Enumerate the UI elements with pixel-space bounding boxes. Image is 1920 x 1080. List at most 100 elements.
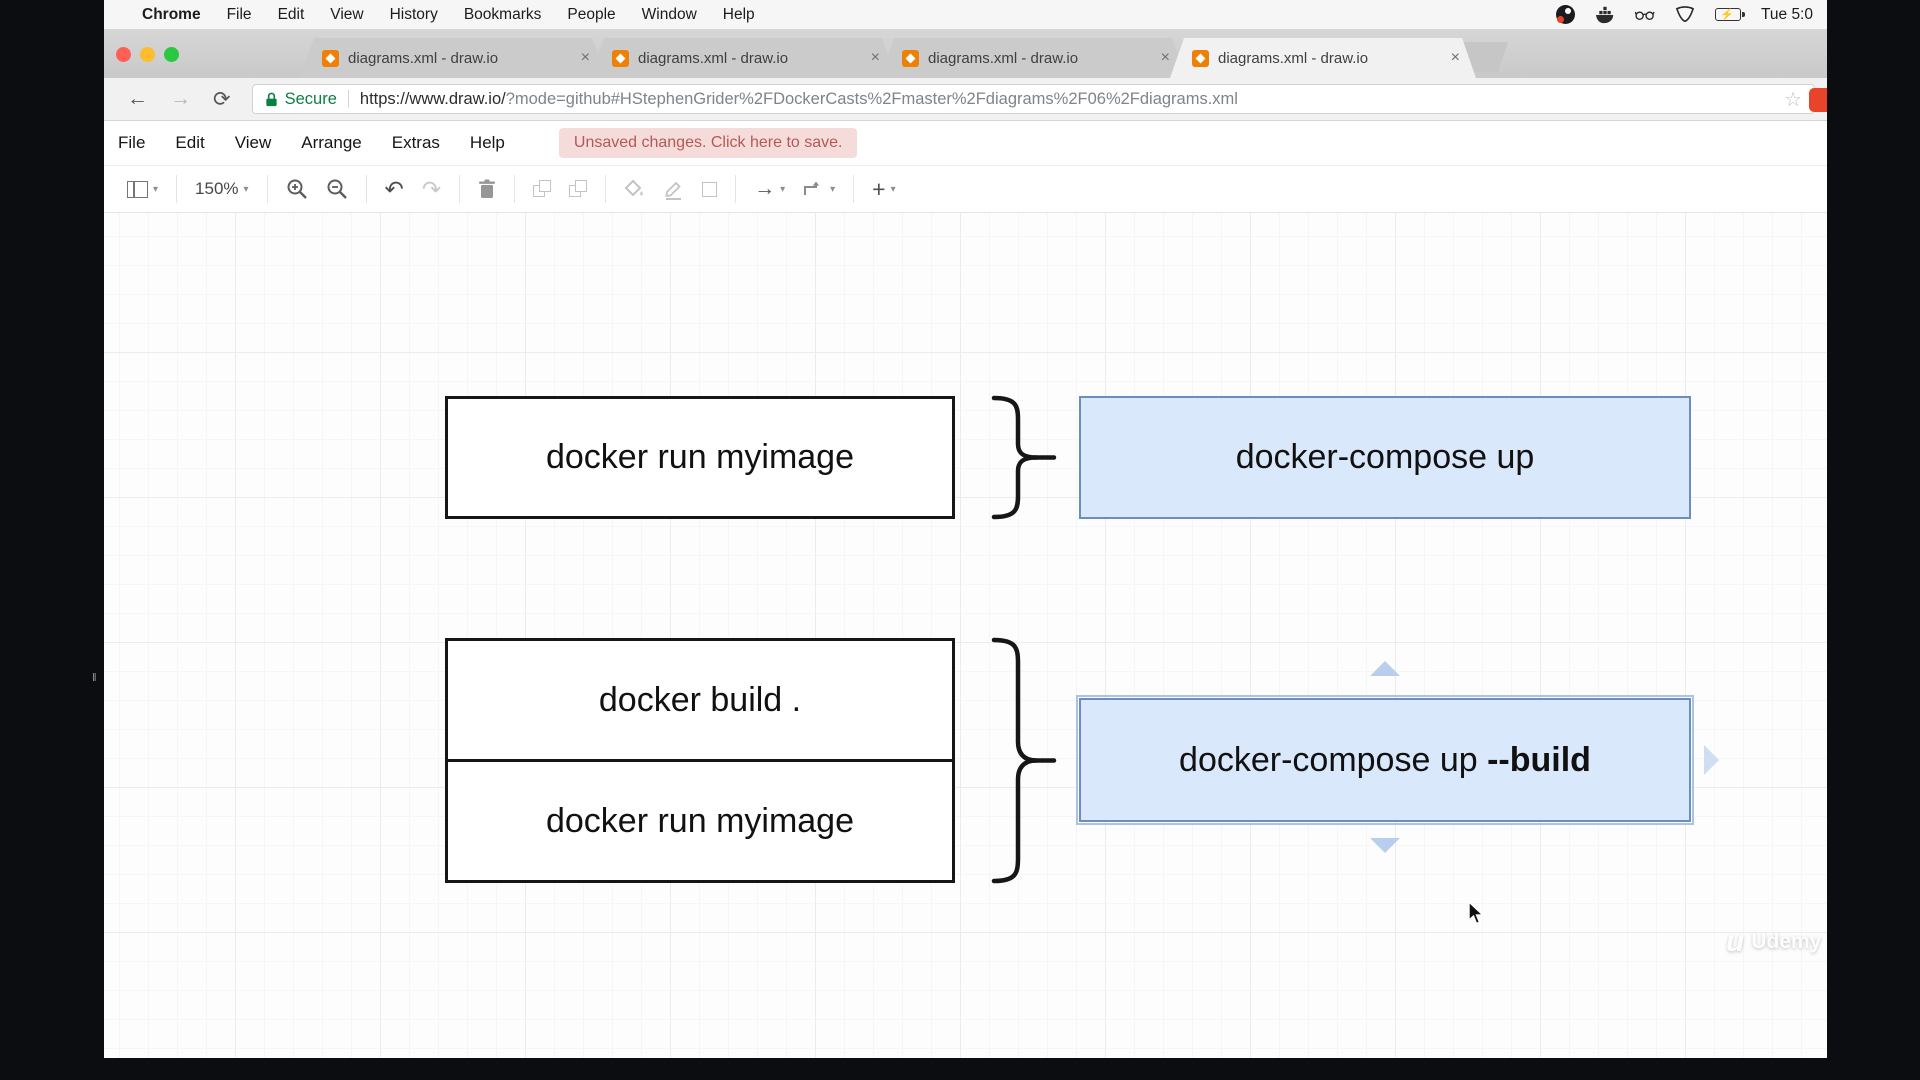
tab-close-icon[interactable]: × — [870, 49, 880, 66]
shape-docker-compose-up-build[interactable]: docker-compose up --build — [1076, 695, 1694, 825]
to-front-button[interactable] — [533, 180, 552, 198]
toolbar-separator — [735, 175, 737, 203]
shape-docker-run-myimage-1[interactable]: docker run myimage — [445, 396, 955, 519]
direction-arrow-right-icon[interactable] — [1704, 745, 1719, 775]
browser-tab-1[interactable]: diagrams.xml - draw.io × — [300, 38, 606, 78]
shape-docker-compose-up[interactable]: docker-compose up — [1079, 396, 1691, 519]
arrow-right-icon: → — [754, 177, 776, 200]
menubar-item-window[interactable]: Window — [641, 5, 697, 23]
plus-icon: + — [872, 175, 886, 202]
zoom-level-dropdown[interactable]: 150% ▾ — [195, 179, 249, 199]
menubar-item-history[interactable]: History — [389, 5, 438, 23]
waypoint-style-button[interactable]: ▾ — [803, 180, 835, 198]
shadow-icon — [702, 181, 718, 197]
drawio-menu-view[interactable]: View — [234, 133, 272, 152]
udemy-watermark-text: Udemy — [1751, 930, 1822, 953]
unsaved-changes-notice[interactable]: Unsaved changes. Click here to save. — [558, 128, 858, 158]
drawio-menu-arrange[interactable]: Arrange — [301, 133, 362, 152]
menubar-app-name[interactable]: Chrome — [142, 5, 201, 23]
menubar-clock[interactable]: Tue 5:0 — [1761, 5, 1813, 23]
direction-arrow-up-icon[interactable] — [1370, 661, 1400, 676]
tab-close-icon[interactable]: × — [1160, 49, 1170, 66]
redo-button[interactable]: ↷ — [421, 175, 442, 202]
menubar-status-icons: ⚡ Tue 5:0 — [1556, 5, 1813, 24]
page-view-button[interactable]: ▾ — [127, 180, 159, 198]
direction-arrow-down-icon[interactable] — [1370, 838, 1400, 853]
bookmark-star-icon[interactable]: ☆ — [1784, 88, 1802, 111]
trash-icon — [479, 179, 496, 198]
docker-icon[interactable] — [1595, 6, 1615, 24]
forward-button[interactable]: → — [170, 87, 191, 110]
url-path: ?mode=github#HStephenGrider%2FDockerCast… — [505, 89, 1238, 108]
toolbar-separator — [176, 175, 178, 203]
curly-brace-1[interactable] — [988, 394, 1058, 521]
udemy-logo-icon: u — [1726, 925, 1745, 958]
drawio-menu-edit[interactable]: Edit — [175, 133, 205, 152]
url-text[interactable]: https://www.draw.io/?mode=github#HStephe… — [360, 90, 1774, 109]
minimize-window-button[interactable] — [140, 47, 155, 62]
tab-strip: diagrams.xml - draw.io × diagrams.xml - … — [104, 30, 1827, 78]
waypoint-icon — [804, 181, 820, 195]
spinnaker-icon[interactable] — [1675, 5, 1695, 24]
toolbar-separator — [853, 175, 855, 203]
zoom-in-icon — [287, 179, 307, 199]
browser-tab-2[interactable]: diagrams.xml - draw.io × — [590, 38, 896, 78]
address-bar[interactable]: Secure https://www.draw.io/?mode=github#… — [251, 84, 1815, 114]
shape-label: docker-compose up --build — [1179, 741, 1591, 780]
to-back-button[interactable] — [569, 180, 588, 198]
undo-button[interactable]: ↶ — [384, 175, 404, 202]
insert-button[interactable]: + ▾ — [872, 176, 895, 203]
shape-label: docker-compose up — [1235, 438, 1535, 476]
shape-stack-build-run[interactable]: docker build . docker run myimage — [445, 638, 955, 883]
toolbar-separator — [365, 175, 367, 203]
menubar-item-edit[interactable]: Edit — [277, 5, 305, 23]
zoom-window-button[interactable] — [164, 47, 179, 62]
drawio-menu-extras[interactable]: Extras — [391, 133, 440, 152]
drawio-favicon — [612, 50, 629, 67]
diagram-canvas[interactable]: docker run myimage docker-compose up doc… — [104, 213, 1827, 1058]
browser-tab-4-active[interactable]: diagrams.xml - draw.io × — [1170, 38, 1476, 78]
curly-brace-2[interactable] — [988, 636, 1058, 885]
back-button[interactable]: ← — [127, 87, 148, 110]
shape-docker-run-myimage-2[interactable]: docker run myimage — [448, 759, 952, 880]
close-window-button[interactable] — [116, 47, 131, 62]
url-host: https://www.draw.io/ — [359, 89, 506, 108]
menubar-item-view[interactable]: View — [330, 5, 364, 23]
chevron-down-icon: ▾ — [243, 183, 249, 195]
drawio-favicon — [1192, 50, 1209, 67]
menubar-item-help[interactable]: Help — [722, 5, 755, 23]
obs-icon[interactable] — [1556, 5, 1575, 24]
zoom-out-icon — [327, 179, 347, 199]
shape-docker-build[interactable]: docker build . — [448, 641, 952, 759]
chrome-window: Chrome File Edit View History Bookmarks … — [104, 0, 1827, 1058]
chevron-down-icon: ▾ — [153, 183, 159, 195]
delete-button[interactable] — [478, 179, 496, 199]
zoom-out-button[interactable] — [326, 178, 348, 200]
browser-navbar: ← → ⟳ Secure https://www.draw.io/?mode=g… — [104, 78, 1827, 121]
zoom-in-button[interactable] — [286, 178, 308, 200]
tab-title: diagrams.xml - draw.io — [928, 49, 1079, 67]
omnibox-divider — [347, 90, 349, 108]
connection-style-button[interactable]: → ▾ — [754, 177, 785, 201]
drawio-toolbar: ▾ 150% ▾ ↶ ↷ — [104, 165, 1827, 213]
fill-color-button[interactable] — [624, 179, 645, 199]
reload-button[interactable]: ⟳ — [213, 87, 231, 111]
chevron-down-icon: ▾ — [830, 183, 836, 195]
browser-tab-3[interactable]: diagrams.xml - draw.io × — [880, 38, 1186, 78]
tab-close-icon[interactable]: × — [1450, 49, 1460, 66]
shadow-button[interactable] — [702, 181, 718, 197]
extension-icon[interactable] — [1809, 88, 1827, 112]
drawio-menu-help[interactable]: Help — [469, 133, 505, 152]
menubar-item-file[interactable]: File — [226, 5, 252, 23]
tab-title: diagrams.xml - draw.io — [348, 49, 499, 67]
secure-label[interactable]: Secure — [284, 89, 337, 108]
drawio-favicon — [902, 50, 919, 67]
line-color-icon — [665, 181, 682, 200]
tab-close-icon[interactable]: × — [580, 49, 590, 66]
line-color-button[interactable] — [663, 179, 684, 200]
glasses-icon[interactable] — [1635, 6, 1655, 24]
drawio-menu-file[interactable]: File — [118, 133, 146, 152]
chevron-down-icon: ▾ — [890, 183, 896, 195]
menubar-item-people[interactable]: People — [567, 5, 616, 23]
menubar-item-bookmarks[interactable]: Bookmarks — [463, 5, 542, 23]
